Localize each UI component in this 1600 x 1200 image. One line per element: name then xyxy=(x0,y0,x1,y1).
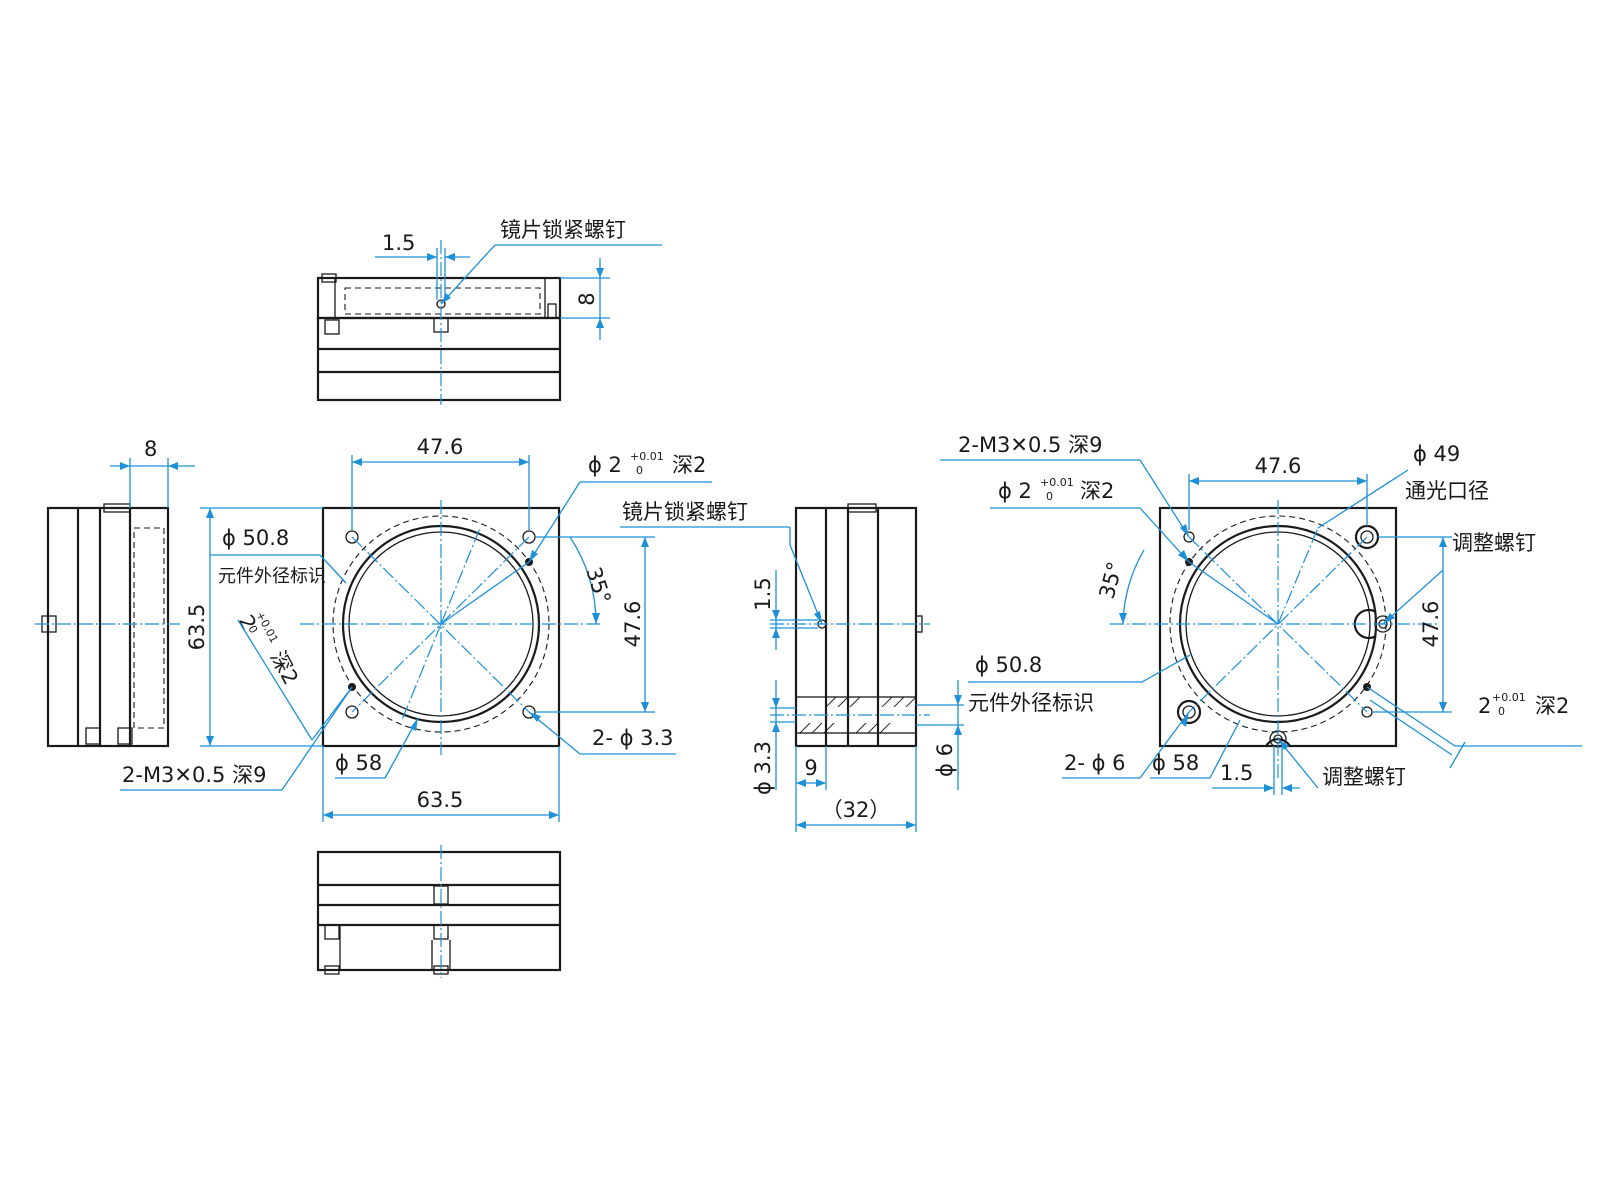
side-dim-phi-3-3: ϕ 3.3 xyxy=(751,741,775,795)
side-view-body xyxy=(794,506,918,748)
front-dim-63-5-h: 63.5 xyxy=(417,788,464,812)
rear-tol-plus-b: +0.01 xyxy=(1492,691,1526,704)
rear-2-phi-6: 2- ϕ 6 xyxy=(1064,751,1126,775)
front-element-od-mark: 元件外径标识 xyxy=(218,566,326,587)
top-lock-screw-label: 镜片锁紧螺钉 xyxy=(500,218,626,242)
top-dim-8: 8 xyxy=(575,292,599,305)
top-dim-1-5: 1.5 xyxy=(382,231,415,255)
left-view-body xyxy=(46,506,170,748)
rear-phi-58: ϕ 58 xyxy=(1152,751,1199,775)
side-dim-1-5: 1.5 xyxy=(751,577,775,610)
rear-element-od-mark: 元件外径标识 xyxy=(968,691,1094,715)
rear-2-m3: 2-M3✕0.5 深9 xyxy=(958,433,1102,457)
side-dim-32: （32） xyxy=(822,798,891,822)
rear-phi2-label: ϕ 2 xyxy=(998,479,1032,503)
rear-phi2-depth: 深2 xyxy=(1080,479,1114,503)
front-view: 47.6 47.6 63.5 63.5 ϕ 2 +0.01 0 深2 35° xyxy=(120,435,712,822)
front-phi2-depth: 深2 xyxy=(672,453,706,477)
rear-phi2-tol-plus: +0.01 xyxy=(1040,476,1074,489)
front-dim-63-5-v: 63.5 xyxy=(185,604,209,651)
rear-angle-35: 35° xyxy=(1095,559,1128,601)
rear-depth-2b: 深2 xyxy=(1535,694,1569,718)
front-rot-depth: 深2 xyxy=(266,647,303,689)
left-dim-8: 8 xyxy=(144,437,157,461)
front-phi-50-8: ϕ 50.8 xyxy=(222,526,289,550)
rear-dim-1-5: 1.5 xyxy=(1220,761,1253,785)
bottom-view xyxy=(316,845,562,978)
front-phi2-tol-zero: 0 xyxy=(636,464,643,477)
front-phi2-label: ϕ 2 xyxy=(588,453,622,477)
front-2-phi-3-3: 2- ϕ 3.3 xyxy=(592,726,674,750)
top-view-cover-body xyxy=(316,276,562,320)
side-dim-9: 9 xyxy=(804,756,817,780)
side-view: 镜片锁紧螺钉 1.5 ϕ 3.3 9 （32） ϕ 6 xyxy=(620,500,964,832)
front-2-m3: 2-M3✕0.5 深9 xyxy=(122,763,266,787)
left-view: 8 xyxy=(35,437,195,748)
bottom-view-body xyxy=(316,850,562,972)
rear-view: 47.6 47.6 2-M3✕0.5 深9 ϕ 2 +0.01 0 深2 ϕ 4… xyxy=(940,433,1582,795)
rear-phi-50-8: ϕ 50.8 xyxy=(975,653,1042,677)
top-view: 1.5 镜片锁紧螺钉 8 xyxy=(316,218,662,405)
front-angle-35: 35° xyxy=(581,564,615,607)
rear-adjust-screw-1: 调整螺钉 xyxy=(1452,531,1536,555)
rear-adjust-screw-2: 调整螺钉 xyxy=(1322,765,1406,789)
rear-phi-49: ϕ 49 xyxy=(1413,442,1460,466)
rear-phi2-tol-zero: 0 xyxy=(1046,490,1053,503)
rear-tol-zero-b: 0 xyxy=(1498,705,1505,718)
front-phi-58: ϕ 58 xyxy=(335,751,382,775)
rear-clear-aperture: 通光口径 xyxy=(1405,479,1489,503)
rear-dim-47-6-h: 47.6 xyxy=(1255,454,1302,478)
front-dim-47-6-v: 47.6 xyxy=(621,601,645,648)
rear-num-2: 2 xyxy=(1478,694,1491,718)
top-view-main-body xyxy=(316,316,562,402)
side-lock-screw-label: 镜片锁紧螺钉 xyxy=(622,500,748,524)
front-phi2-tol-plus: +0.01 xyxy=(630,450,664,463)
side-dim-phi-6: ϕ 6 xyxy=(933,743,957,777)
front-dim-47-6-h: 47.6 xyxy=(417,435,464,459)
rear-dim-47-6-v: 47.6 xyxy=(1419,601,1443,648)
